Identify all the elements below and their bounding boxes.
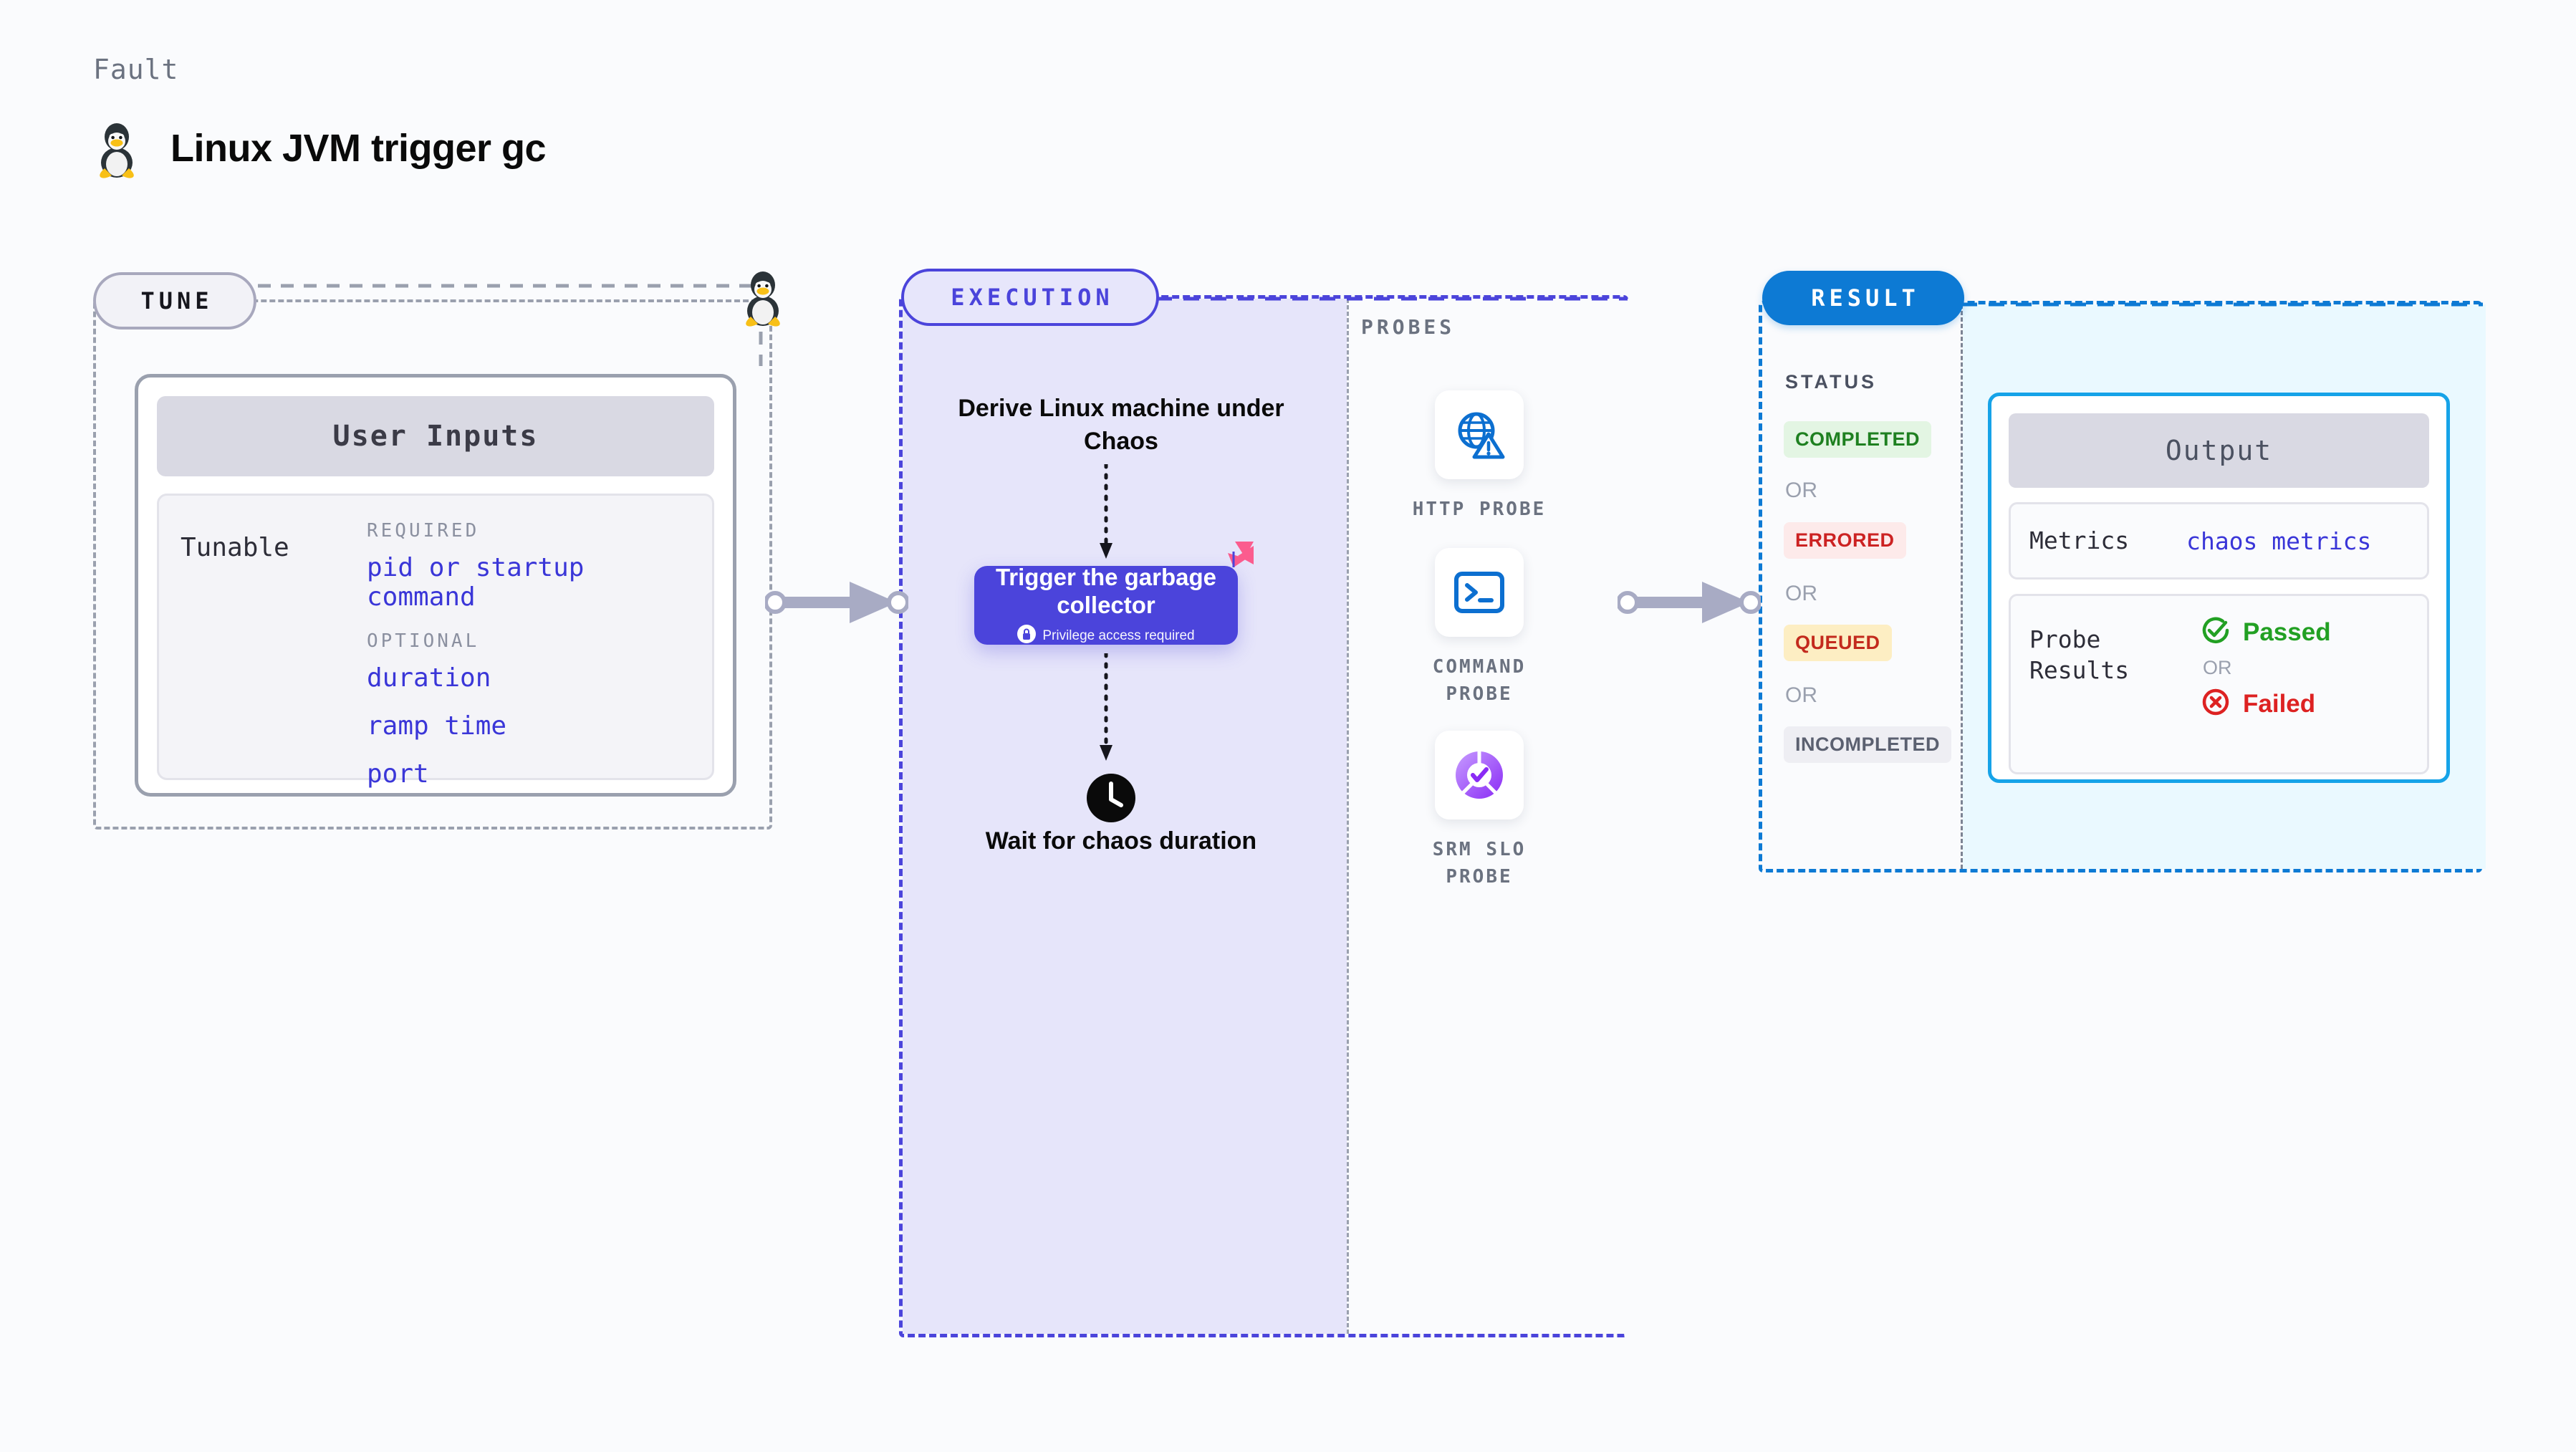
tunable-params: REQUIRED pid or startup command OPTIONAL… xyxy=(367,520,691,789)
probe-result-passed: Passed xyxy=(2200,615,2331,650)
metrics-key-label: Metrics xyxy=(2029,526,2130,554)
gc-to-wait-arrow xyxy=(1100,653,1112,761)
status-badge-completed: COMPLETED xyxy=(1784,421,1932,458)
status-or-2: OR xyxy=(1785,582,1817,605)
status-badge-incompleted: INCOMPLETED xyxy=(1784,726,1952,763)
gc-privilege-row: Privilege access required xyxy=(1017,625,1195,647)
probe-card-srm-slo[interactable]: SRM SLO PROBE xyxy=(1397,731,1562,890)
probe-card-http[interactable]: HTTP PROBE xyxy=(1397,390,1562,524)
status-or-3: OR xyxy=(1785,683,1817,707)
user-inputs-title: User Inputs xyxy=(157,396,714,476)
probe-failed-label: Failed xyxy=(2243,689,2316,718)
probe-results-row: Probe Results Passed OR xyxy=(2009,594,2429,774)
param-duration[interactable]: duration xyxy=(367,663,491,693)
probe-result-or: OR xyxy=(2203,657,2232,678)
probes-section-label: PROBES xyxy=(1361,315,1456,339)
execution-to-result-arrow xyxy=(1618,582,1761,623)
probe-results-key-label: Probe Results xyxy=(2029,625,2130,684)
status-badge-errored: ERRORED xyxy=(1784,522,1906,559)
status-or-1: OR xyxy=(1785,479,1817,502)
probe-results-values: Passed OR Failed xyxy=(2200,615,2331,754)
param-pid-or-startup-command[interactable]: pid or startup command xyxy=(367,553,585,612)
probe-label-http: HTTP PROBE xyxy=(1412,499,1547,520)
clock-icon xyxy=(1085,772,1137,824)
trigger-garbage-collector-node[interactable]: Trigger the garbage collector Privilege … xyxy=(974,563,1238,647)
optional-section-label: OPTIONAL xyxy=(367,630,480,652)
param-ramp-time[interactable]: ramp time xyxy=(367,711,507,741)
step-derive-machine-label: Derive Linux machine under Chaos xyxy=(958,395,1284,455)
chaos-pinwheel-icon xyxy=(1212,539,1256,583)
status-badge-queued: QUEUED xyxy=(1784,625,1892,661)
page-title: Linux JVM trigger gc xyxy=(170,127,547,170)
probe-passed-label: Passed xyxy=(2243,617,2331,646)
status-section-label: STATUS xyxy=(1785,371,1877,393)
execution-top-dashed-line xyxy=(1156,297,1628,301)
tunable-label: Tunable xyxy=(181,533,289,562)
gc-privilege-note: Privilege access required xyxy=(1042,628,1195,643)
output-card: Output Metrics chaos metrics Probe Resul… xyxy=(1988,393,2450,783)
tux-penguin-icon xyxy=(736,266,789,327)
derive-to-gc-arrow xyxy=(1100,464,1112,559)
terminal-icon xyxy=(1435,548,1524,637)
step-wait-duration-label: Wait for chaos duration xyxy=(985,827,1257,855)
lock-icon xyxy=(1017,625,1037,647)
x-circle-icon xyxy=(2200,686,2231,721)
tux-penguin-icon xyxy=(92,118,142,178)
tune-dashed-connector xyxy=(258,284,763,366)
probe-label-command: COMMAND PROBE xyxy=(1432,656,1527,705)
probe-label-srm-slo: SRM SLO PROBE xyxy=(1432,839,1527,888)
tune-stage-pill[interactable]: TUNE xyxy=(93,272,256,330)
slo-donut-check-icon xyxy=(1435,731,1524,819)
result-stage-pill[interactable]: RESULT xyxy=(1762,271,1964,325)
tune-to-execution-arrow xyxy=(765,582,908,623)
output-card-title: Output xyxy=(2009,413,2429,488)
required-section-label: REQUIRED xyxy=(367,520,480,542)
result-top-dashed-line xyxy=(1961,302,2483,307)
metrics-row: Metrics chaos metrics xyxy=(2009,502,2429,580)
user-inputs-card: User Inputs Tunable REQUIRED pid or star… xyxy=(135,374,736,797)
metrics-value-link[interactable]: chaos metrics xyxy=(2186,527,2372,555)
globe-warning-icon xyxy=(1435,390,1524,479)
check-circle-icon xyxy=(2200,615,2231,650)
tunable-body: Tunable REQUIRED pid or startup command … xyxy=(157,494,714,789)
gc-node-title: Trigger the garbage collector xyxy=(995,563,1217,618)
probe-result-failed: Failed xyxy=(2200,686,2331,721)
probe-card-command[interactable]: COMMAND PROBE xyxy=(1397,548,1562,708)
fault-kicker-label: Fault xyxy=(93,54,179,85)
fault-title-row: Linux JVM trigger gc xyxy=(92,118,547,178)
param-port[interactable]: port xyxy=(367,759,429,789)
tune-container xyxy=(93,299,772,830)
result-status-pane xyxy=(1762,304,1963,869)
execution-stage-pill[interactable]: EXECUTION xyxy=(901,269,1159,326)
